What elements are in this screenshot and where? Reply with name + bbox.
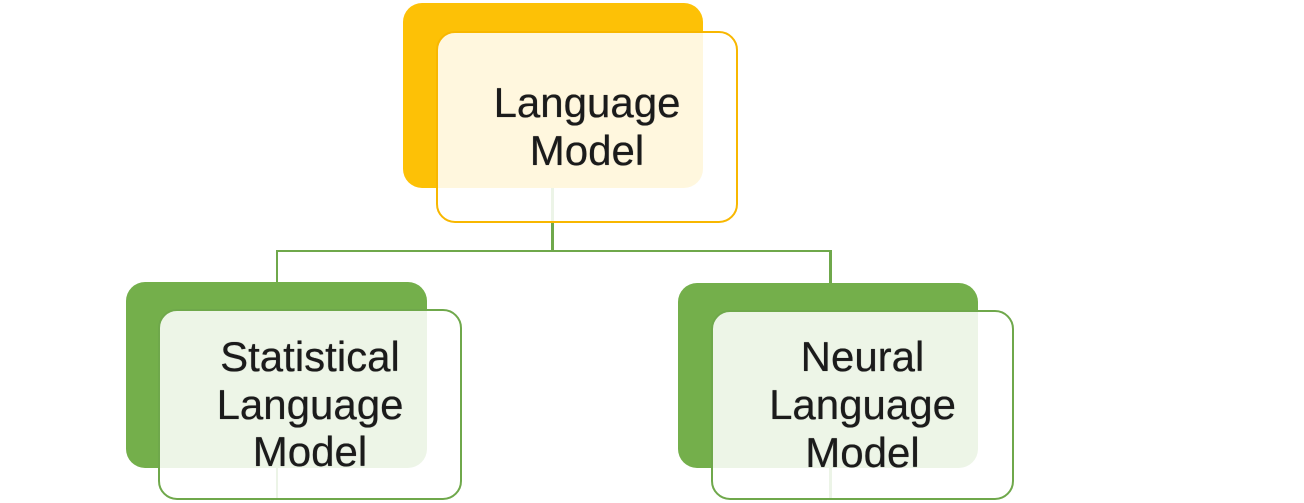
root-node-language-model: Language Model (436, 31, 738, 223)
connector-crossbar (275, 249, 832, 252)
root-node-label: Language Model (493, 79, 681, 174)
child-node-statistical-language-model: Statistical Language Model (158, 309, 462, 500)
connector-drop-right-child (829, 249, 832, 284)
right-child-label: Neural Language Model (769, 333, 956, 476)
child-node-neural-language-model: Neural Language Model (711, 310, 1014, 500)
left-child-label: Statistical Language Model (216, 332, 404, 476)
connector-drop-left-child (275, 249, 278, 284)
